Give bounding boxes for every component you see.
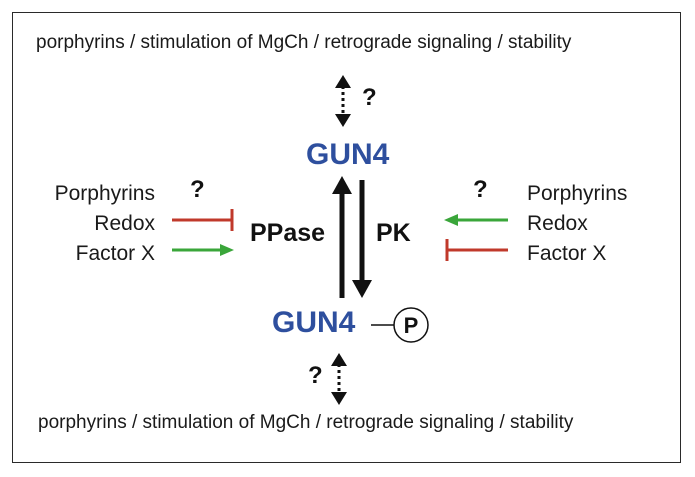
- bottom-dotted-double-arrow: [331, 353, 347, 405]
- left-factor-redox: Redox: [94, 212, 155, 235]
- diagram-frame: [12, 12, 681, 463]
- right-factor-x-inhibition: [445, 239, 508, 261]
- right-question-mark: ?: [473, 176, 488, 203]
- right-factor-x: Factor X: [527, 242, 607, 265]
- top-caption: porphyrins / stimulation of MgCh / retro…: [36, 32, 572, 53]
- right-factor-redox: Redox: [527, 212, 588, 235]
- left-question-mark: ?: [190, 176, 205, 203]
- top-dotted-double-arrow: [335, 75, 351, 127]
- dephosphorylation-arrow: [332, 176, 352, 298]
- bottom-question-mark: ?: [308, 362, 323, 389]
- left-factor-porphyrins: Porphyrins: [54, 182, 155, 205]
- gun4-unphosphorylated: GUN4: [306, 138, 390, 171]
- top-question-mark: ?: [362, 84, 377, 111]
- pk-label: PK: [376, 219, 411, 247]
- left-factor-x: Factor X: [75, 242, 155, 265]
- right-factor-porphyrins: Porphyrins: [527, 182, 628, 205]
- phosphate-label: P: [404, 313, 419, 338]
- phosphate-circle: [393, 307, 429, 343]
- ppase-label: PPase: [250, 219, 326, 247]
- right-redox-activation: [444, 214, 508, 226]
- phosphorylation-arrow: [352, 180, 372, 298]
- left-redox-inhibition: [172, 209, 234, 231]
- bottom-caption: porphyrins / stimulation of MgCh / retro…: [38, 412, 574, 433]
- gun4-phosphorylated: GUN4: [272, 306, 356, 339]
- left-factor-x-activation: [172, 244, 234, 256]
